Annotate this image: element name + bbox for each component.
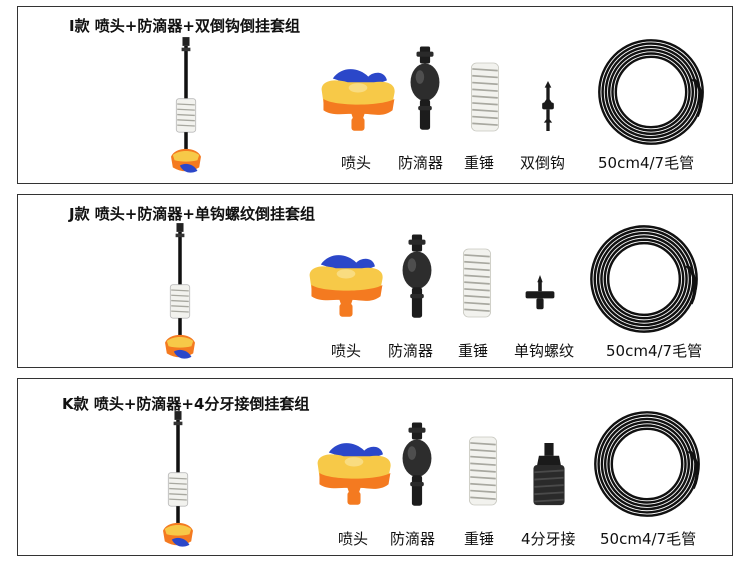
tube-coil-image bbox=[596, 37, 706, 147]
part-label-nozzle: 喷头 bbox=[331, 342, 362, 360]
part-label-tube: 50cm4/7毛管 bbox=[606, 342, 703, 360]
anti-drip-image bbox=[408, 45, 442, 133]
thread-connector-image bbox=[526, 443, 572, 507]
weight-image bbox=[466, 433, 500, 509]
panel-title: K款 喷头+防滴器+4分牙接倒挂套组 bbox=[62, 395, 310, 413]
part-label-connector: 4分牙接 bbox=[521, 530, 576, 548]
part-label-weight: 重锤 bbox=[458, 342, 489, 360]
hanging-assembly-image bbox=[164, 35, 208, 180]
anti-drip-image bbox=[400, 421, 434, 509]
hanging-assembly-image bbox=[156, 409, 200, 554]
double-barb-image bbox=[538, 81, 558, 131]
single-barb-thread-image bbox=[522, 275, 558, 311]
weight-image bbox=[468, 59, 502, 135]
kit-panel-j: J款 喷头+防滴器+单钩螺纹倒挂套组 喷头 防滴器 重锤 单钩螺纹 50cm4/… bbox=[17, 194, 733, 368]
kit-panel-i: I款 喷头+防滴器+双倒钩倒挂套组 喷头 防滴器 重锤 双倒钩 50cm4/7毛… bbox=[17, 6, 733, 184]
part-label-nozzle: 喷头 bbox=[338, 530, 369, 548]
part-label-barb: 单钩螺纹 bbox=[514, 342, 575, 360]
hanging-assembly-image bbox=[158, 221, 202, 366]
weight-image bbox=[460, 245, 494, 321]
anti-drip-image bbox=[400, 233, 434, 321]
part-label-nozzle: 喷头 bbox=[341, 154, 372, 172]
nozzle-image bbox=[304, 247, 388, 323]
part-label-anti-drip: 防滴器 bbox=[398, 154, 444, 172]
panel-title: J款 喷头+防滴器+单钩螺纹倒挂套组 bbox=[69, 205, 315, 223]
kit-panel-k: K款 喷头+防滴器+4分牙接倒挂套组 喷头 防滴器 重锤 4分牙接 50cm4/… bbox=[17, 378, 733, 556]
part-label-weight: 重锤 bbox=[464, 154, 495, 172]
nozzle-image bbox=[316, 61, 400, 137]
nozzle-image bbox=[312, 435, 396, 511]
part-label-barb: 双倒钩 bbox=[520, 154, 566, 172]
part-label-tube: 50cm4/7毛管 bbox=[600, 530, 697, 548]
part-label-weight: 重锤 bbox=[464, 530, 495, 548]
panel-title: I款 喷头+防滴器+双倒钩倒挂套组 bbox=[69, 17, 300, 35]
part-label-anti-drip: 防滴器 bbox=[390, 530, 436, 548]
tube-coil-image bbox=[588, 223, 700, 335]
tube-coil-image bbox=[592, 409, 702, 519]
part-label-tube: 50cm4/7毛管 bbox=[598, 154, 695, 172]
part-label-anti-drip: 防滴器 bbox=[388, 342, 434, 360]
